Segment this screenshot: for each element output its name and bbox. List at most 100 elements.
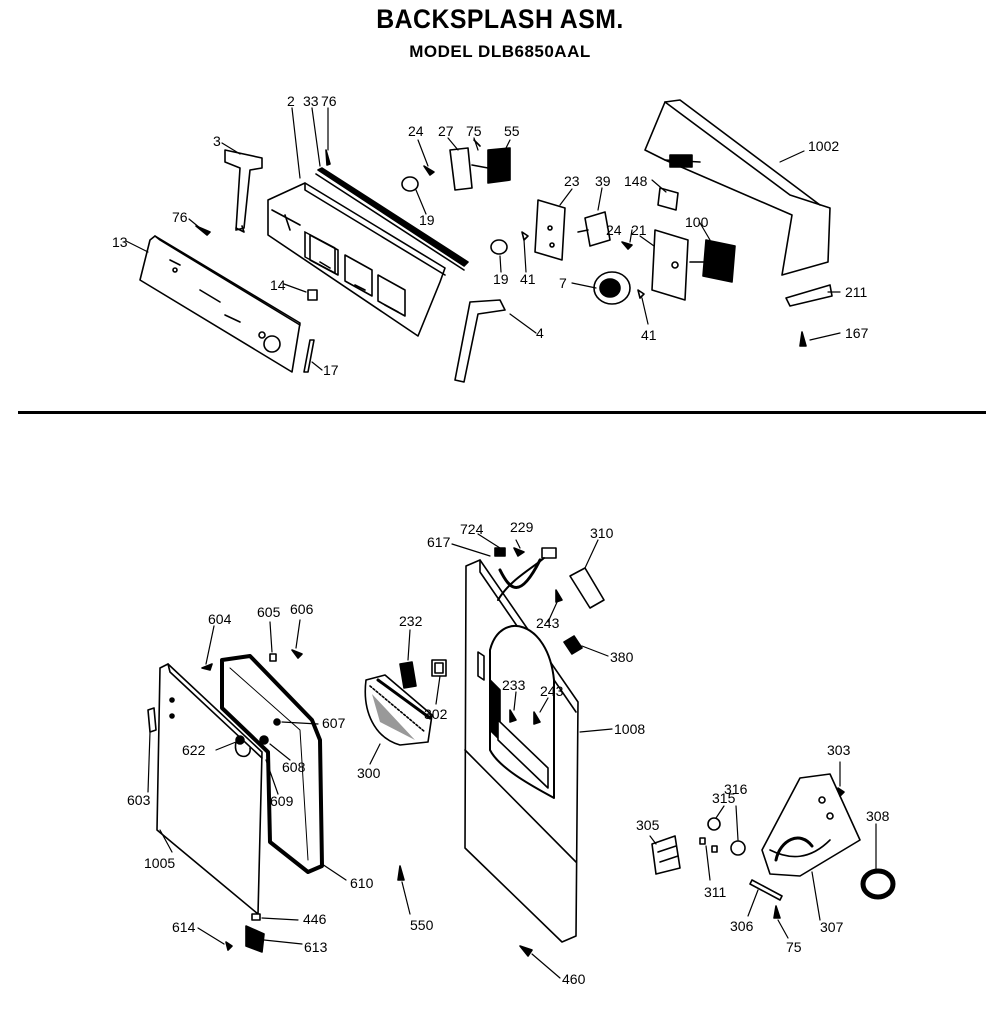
label-part-21: 21	[631, 222, 647, 238]
label-part-316: 316	[724, 781, 748, 797]
part-27-55-switch	[449, 139, 511, 191]
label-part-232: 232	[399, 613, 423, 629]
label-part-380: 380	[610, 649, 634, 665]
door-small-parts	[201, 649, 303, 953]
label-part-39: 39	[595, 173, 611, 189]
part-33-strip	[315, 167, 469, 271]
part-19-knob	[401, 176, 508, 255]
label-part-604: 604	[208, 611, 232, 627]
label-part-446: 446	[303, 911, 327, 927]
part-14-clip	[307, 289, 318, 301]
label-part-148: 148	[624, 173, 648, 189]
label-part-605: 605	[257, 604, 281, 620]
label-part-75: 75	[466, 123, 482, 139]
part-610-inner-door	[220, 654, 324, 874]
label-part-13: 13	[112, 234, 128, 250]
part-21-plate	[651, 229, 689, 301]
label-part-460: 460	[562, 971, 586, 987]
label-part-311: 311	[704, 884, 727, 900]
part-303-screw	[837, 787, 845, 797]
label-part-233: 233	[502, 677, 526, 693]
part-307-duct	[761, 773, 861, 877]
label-part-23: 23	[564, 173, 580, 189]
part-2-backsplash-frame	[267, 182, 446, 337]
label-part-27: 27	[438, 123, 454, 139]
label-part-76: 76	[321, 93, 337, 109]
part-24-screw	[423, 165, 633, 250]
part-167-screw	[799, 331, 807, 347]
label-part-1002: 1002	[808, 138, 839, 154]
label-part-724: 724	[460, 521, 484, 537]
label-part-24: 24	[408, 123, 424, 139]
part-306-bracket	[749, 879, 783, 901]
part-308-seal	[860, 868, 896, 900]
labels-top: 2 33 76 3 24 27 75 55 1002 23 39 148 19 …	[112, 93, 869, 378]
label-part-55: 55	[504, 123, 520, 139]
label-part-315: 315	[712, 790, 736, 806]
label-part-41b: 41	[641, 327, 657, 343]
label-part-14: 14	[270, 277, 286, 293]
label-part-613: 613	[304, 939, 328, 955]
part-302-gasket	[431, 659, 447, 677]
leader-lines-bottom	[147, 533, 877, 979]
part-1008-front-panel	[464, 558, 579, 943]
label-part-622: 622	[182, 742, 206, 758]
label-part-617: 617	[427, 534, 451, 550]
label-part-603: 603	[127, 792, 151, 808]
model-number: MODEL DLB6850AAL	[409, 42, 591, 61]
part-300-lint-filter	[364, 674, 433, 746]
part-3-bracket	[224, 149, 263, 233]
label-part-1008: 1008	[614, 721, 645, 737]
part-316-thermostat	[730, 840, 746, 856]
label-part-243: 243	[536, 615, 560, 631]
part-7-motor	[593, 271, 631, 305]
part-622-hinge	[234, 735, 251, 758]
part-4-bracket	[454, 299, 506, 383]
label-part-614: 614	[172, 919, 196, 935]
label-part-4: 4	[536, 325, 544, 341]
label-part-76b: 76	[172, 209, 188, 225]
section-divider	[18, 411, 986, 414]
label-part-607: 607	[322, 715, 346, 731]
label-part-610: 610	[350, 875, 374, 891]
part-310-plate	[569, 567, 605, 609]
label-part-308: 308	[866, 808, 890, 824]
label-part-229: 229	[510, 519, 534, 535]
part-460-screw	[519, 945, 533, 957]
label-part-305: 305	[636, 817, 660, 833]
label-part-7: 7	[559, 275, 567, 291]
part-211-bracket	[785, 284, 833, 307]
part-75-screw	[773, 905, 781, 919]
part-550-screw	[397, 865, 405, 881]
part-1005-door	[156, 663, 263, 915]
label-part-33: 33	[303, 93, 319, 109]
label-part-211: 211	[845, 284, 868, 300]
label-part-300: 300	[357, 765, 381, 781]
label-part-41: 41	[520, 271, 536, 287]
label-part-307: 307	[820, 919, 844, 935]
label-part-3: 3	[213, 133, 221, 149]
part-76-screw-left	[195, 225, 211, 236]
part-76-screw-top	[325, 149, 331, 166]
label-part-167: 167	[845, 325, 869, 341]
part-305-block	[651, 835, 681, 875]
part-380-connector	[563, 635, 583, 655]
part-315-thermostat	[699, 817, 721, 853]
part-148-insert	[657, 187, 679, 211]
part-17-bracket	[303, 339, 315, 373]
label-part-609: 609	[270, 793, 294, 809]
part-232-bracket	[399, 661, 417, 689]
label-part-24b: 24	[606, 222, 622, 238]
label-part-1005: 1005	[144, 855, 175, 871]
label-part-100: 100	[685, 214, 709, 230]
part-229-harness	[494, 547, 557, 601]
label-part-310: 310	[590, 525, 614, 541]
part-243-screw	[509, 589, 563, 725]
label-part-19b: 19	[493, 271, 509, 287]
part-100-timer	[689, 239, 736, 283]
labels-bottom: 724 229 617 310 604 605 606 232 243 380 …	[127, 519, 890, 987]
label-part-303: 303	[827, 742, 851, 758]
label-part-306: 306	[730, 918, 754, 934]
label-part-2: 2	[287, 93, 295, 109]
